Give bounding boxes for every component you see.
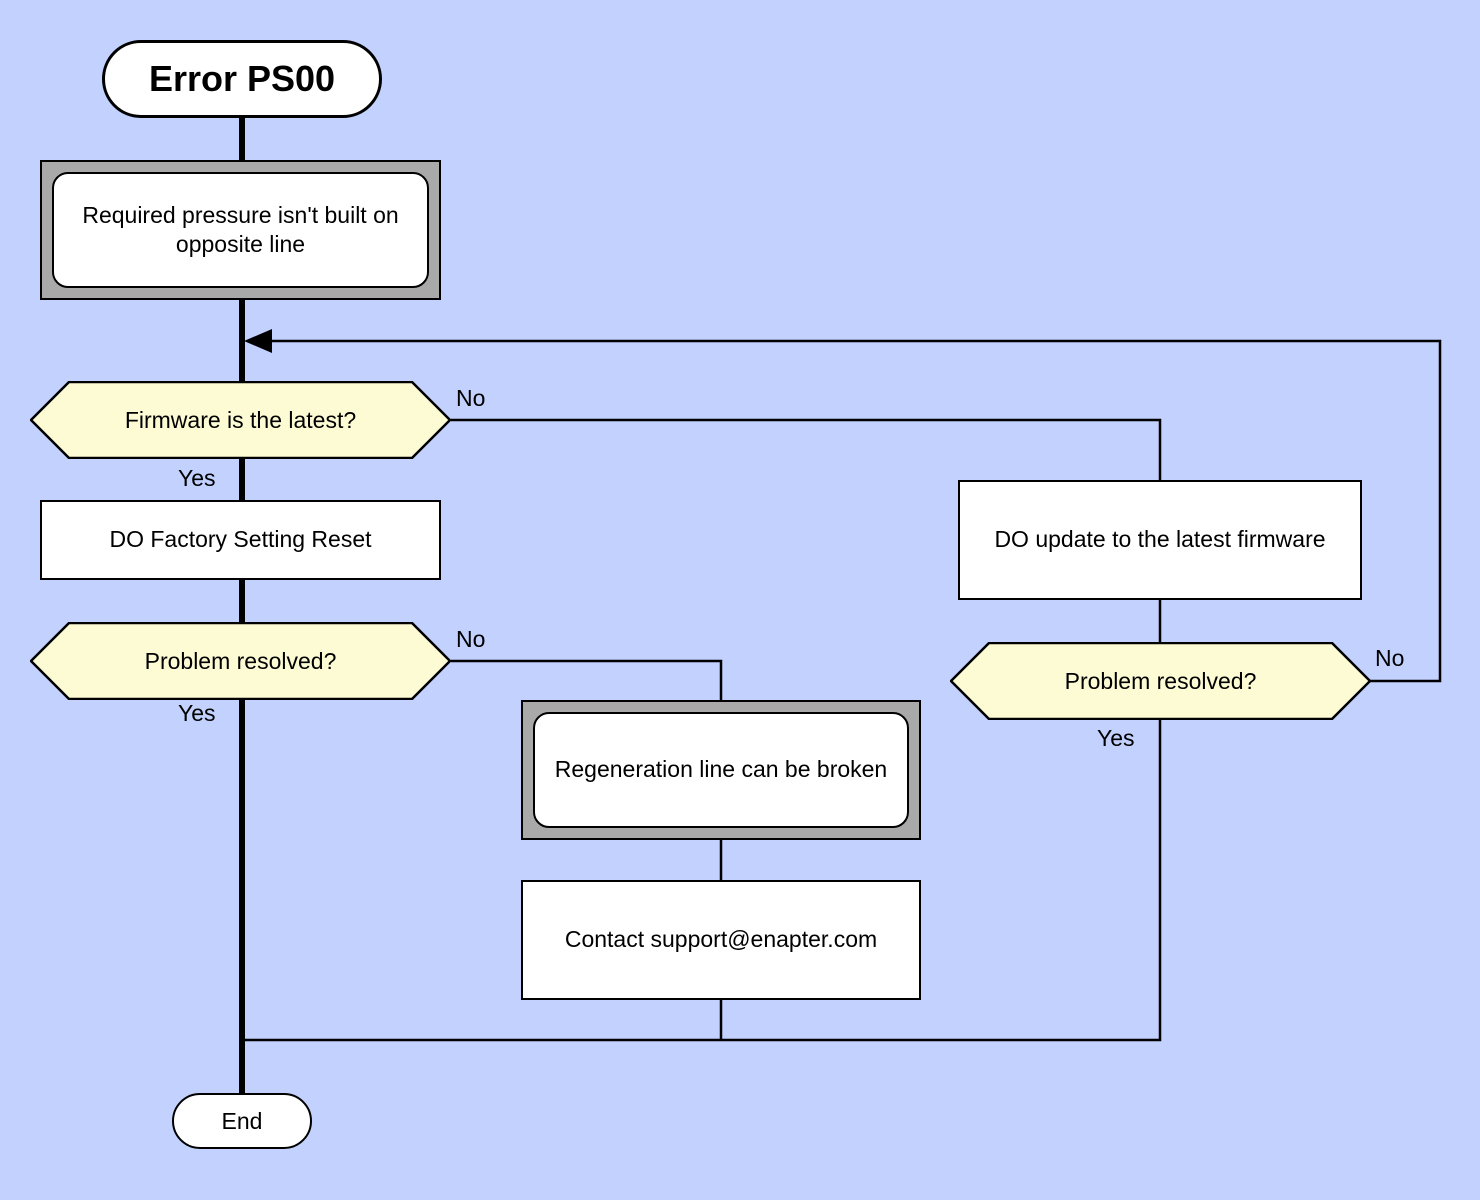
note-regeneration-inner: Regeneration line can be broken: [533, 712, 909, 828]
start-node[interactable]: Error PS00: [102, 40, 382, 118]
edge-firmware-no: [451, 418, 1162, 480]
hexagon-shape: [30, 622, 451, 700]
note-regeneration-node[interactable]: Regeneration line can be broken: [521, 700, 921, 840]
edge-label-resolved-left-yes: Yes: [178, 700, 216, 726]
edge-resolved-left-no: [451, 659, 723, 700]
end-node-label: End: [221, 1107, 263, 1134]
action-update-firmware-label: DO update to the latest firmware: [994, 526, 1326, 553]
note-regeneration-label: Regeneration line can be broken: [554, 756, 888, 783]
symptom-node[interactable]: Required pressure isn't built on opposit…: [40, 160, 441, 300]
start-node-label: Error PS00: [148, 58, 336, 99]
symptom-node-label: Required pressure isn't built on opposit…: [82, 201, 399, 257]
action-contact-label: Contact support@enapter.com: [564, 926, 878, 953]
decision-firmware-label: Firmware is the latest?: [124, 406, 357, 433]
symptom-node-inner: Required pressure isn't built on opposit…: [52, 172, 429, 288]
action-update-firmware-node[interactable]: DO update to the latest firmware: [958, 480, 1362, 600]
end-node[interactable]: End: [172, 1093, 312, 1149]
action-contact-node[interactable]: Contact support@enapter.com: [521, 880, 921, 1000]
edge-resolved-right-no: [262, 339, 1442, 683]
edge-label-resolved-right-yes: Yes: [1097, 725, 1135, 751]
action-factory-reset-label: DO Factory Setting Reset: [109, 526, 372, 553]
edge-label-firmware-no: No: [456, 385, 486, 411]
hexagon-shape: [950, 642, 1371, 720]
edge-label-resolved-right-no: No: [1375, 645, 1405, 671]
decision-resolved-left-label: Problem resolved?: [144, 647, 337, 674]
action-factory-reset-node[interactable]: DO Factory Setting Reset: [40, 500, 441, 580]
hexagon-shape: [30, 381, 451, 459]
arrowhead-loopback: [244, 329, 272, 353]
decision-firmware-node[interactable]: Firmware is the latest?: [30, 381, 451, 459]
decision-resolved-right-label: Problem resolved?: [1064, 667, 1257, 694]
edge-resolved-right-yes: [245, 720, 1162, 1042]
decision-resolved-right-node[interactable]: Problem resolved?: [950, 642, 1371, 720]
edge-label-resolved-left-no: No: [456, 626, 486, 652]
decision-resolved-left-node[interactable]: Problem resolved?: [30, 622, 451, 700]
edge-label-firmware-yes: Yes: [178, 465, 216, 491]
